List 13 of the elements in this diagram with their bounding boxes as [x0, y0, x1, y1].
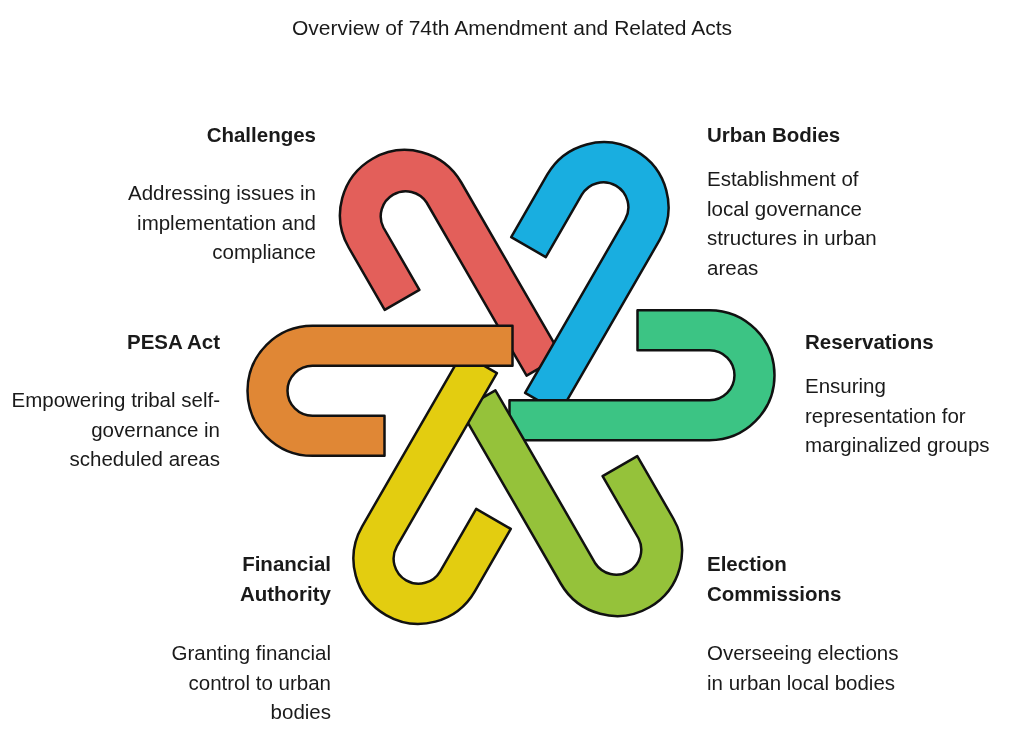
- item-description: Overseeing elections in urban local bodies: [707, 640, 900, 696]
- item-description: Empowering tribal self-governance in scheduled areas: [10, 387, 220, 472]
- item-description: Addressing issues in implementation and compliance: [127, 180, 316, 265]
- item-heading: Challenges: [205, 122, 316, 148]
- item-heading: Reservations: [805, 329, 935, 355]
- item-description: Ensuring representation for marginalized groups: [805, 373, 991, 458]
- item-heading: Election Commissions: [707, 551, 843, 607]
- item-heading: PESA Act: [125, 329, 220, 355]
- item-heading: Financial Authority: [238, 551, 331, 607]
- item-description: Establishment of local governance structures in urban areas: [707, 166, 878, 281]
- item-heading: Urban Bodies: [707, 122, 842, 148]
- diagram-title: Overview of 74th Amendment and Related Acts: [290, 16, 734, 40]
- item-description: Granting financial control to urban bodies: [170, 640, 331, 725]
